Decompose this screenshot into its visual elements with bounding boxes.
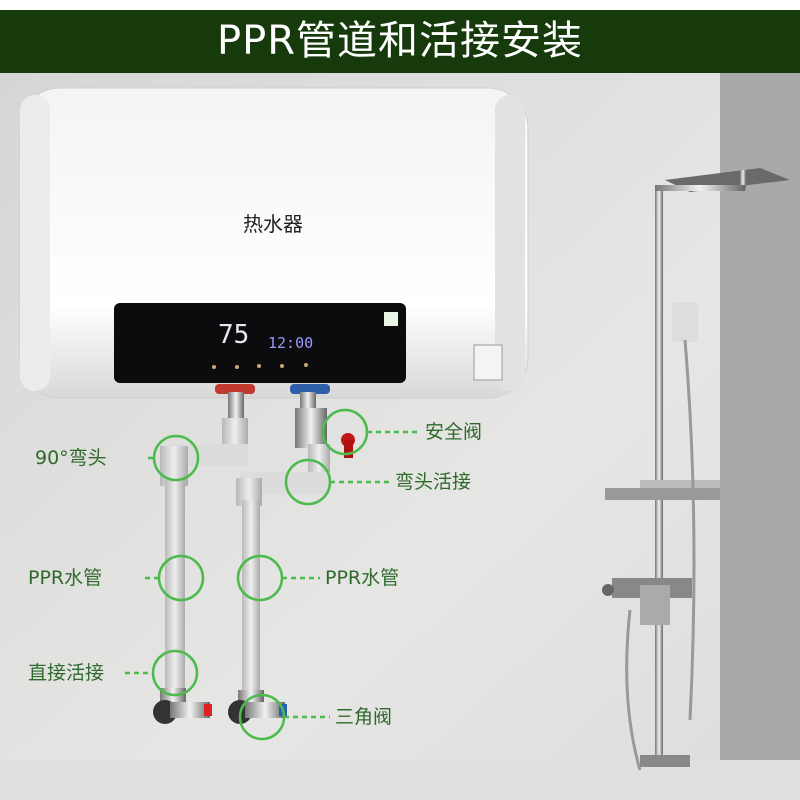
label-ppr-pipe-left: PPR水管	[28, 567, 103, 589]
heater-brand-label: 热水器	[243, 212, 303, 236]
page-title: PPR管道和活接安装	[0, 10, 800, 73]
shower-set	[602, 168, 790, 771]
water-heater	[19, 87, 529, 399]
label-ppr-pipe-right: PPR水管	[325, 567, 400, 589]
label-elbow-union: 弯头活接	[395, 471, 472, 493]
label-straight-union: 直接活接	[28, 662, 105, 684]
time-readout: 12:00	[268, 334, 314, 352]
label-90-elbow: 90°弯头	[35, 447, 107, 469]
wall-corner	[720, 73, 800, 800]
temperature-readout: 75	[218, 320, 250, 350]
label-safety-valve: 安全阀	[425, 421, 483, 443]
control-panel	[114, 303, 406, 383]
scene-illustration	[0, 73, 800, 800]
label-angle-valve: 三角阀	[335, 706, 393, 728]
callout-markers	[125, 408, 420, 741]
